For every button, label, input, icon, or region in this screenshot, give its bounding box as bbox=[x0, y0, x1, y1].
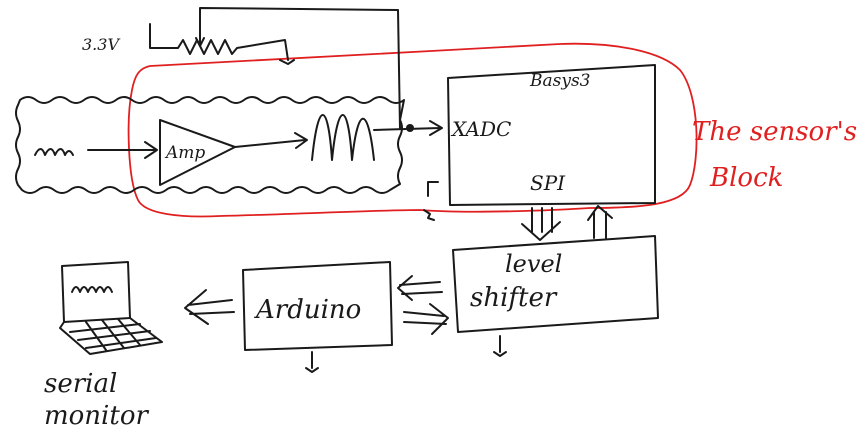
arrow-signal-to-amp bbox=[87, 141, 158, 159]
spi-arrows-down bbox=[521, 207, 561, 241]
sensor-block-label-line2: Block bbox=[709, 163, 783, 193]
laptop-screen-waveform bbox=[71, 286, 113, 293]
xadc-label: XADC bbox=[450, 117, 511, 141]
pot-wiper bbox=[195, 7, 401, 129]
spi-label: SPI bbox=[530, 171, 566, 195]
level-shifter-label-line1: level bbox=[505, 250, 562, 278]
amp-label: Amp bbox=[164, 143, 205, 163]
arrow-arduino-to-monitor bbox=[184, 289, 235, 325]
amplified-waveform bbox=[311, 114, 375, 161]
sensor-block-label-line1: The sensor's bbox=[692, 117, 857, 147]
basys3-box bbox=[447, 64, 656, 206]
basys3-ground-symbol bbox=[423, 181, 439, 221]
arduino-ground bbox=[305, 351, 319, 373]
arrows-arduino-to-shifter bbox=[403, 303, 449, 335]
serial-monitor-label-line2: monitor bbox=[44, 401, 149, 431]
serial-monitor-label-line1: serial bbox=[44, 369, 117, 399]
arduino-box bbox=[242, 261, 393, 351]
input-signal-squiggle bbox=[34, 148, 74, 156]
input-region-outline bbox=[15, 96, 405, 194]
arrow-amp-to-waveform bbox=[234, 132, 308, 149]
spi-arrows-up bbox=[587, 205, 613, 239]
amp-triangle bbox=[159, 119, 236, 186]
arrow-waveform-to-xadc bbox=[373, 120, 443, 136]
level-shifter-ground bbox=[493, 335, 507, 357]
arrows-shifter-to-arduino bbox=[397, 275, 443, 301]
laptop-keyboard bbox=[59, 317, 163, 355]
basys3-label: Basys3 bbox=[529, 71, 591, 91]
level-shifter-label-line2: shifter bbox=[470, 283, 558, 313]
supply-wire bbox=[149, 23, 295, 65]
arduino-label: Arduino bbox=[254, 295, 361, 325]
level-shifter-box bbox=[452, 235, 659, 333]
sensor-block-outline bbox=[127, 42, 698, 218]
supply-label: 3.3V bbox=[82, 35, 120, 54]
